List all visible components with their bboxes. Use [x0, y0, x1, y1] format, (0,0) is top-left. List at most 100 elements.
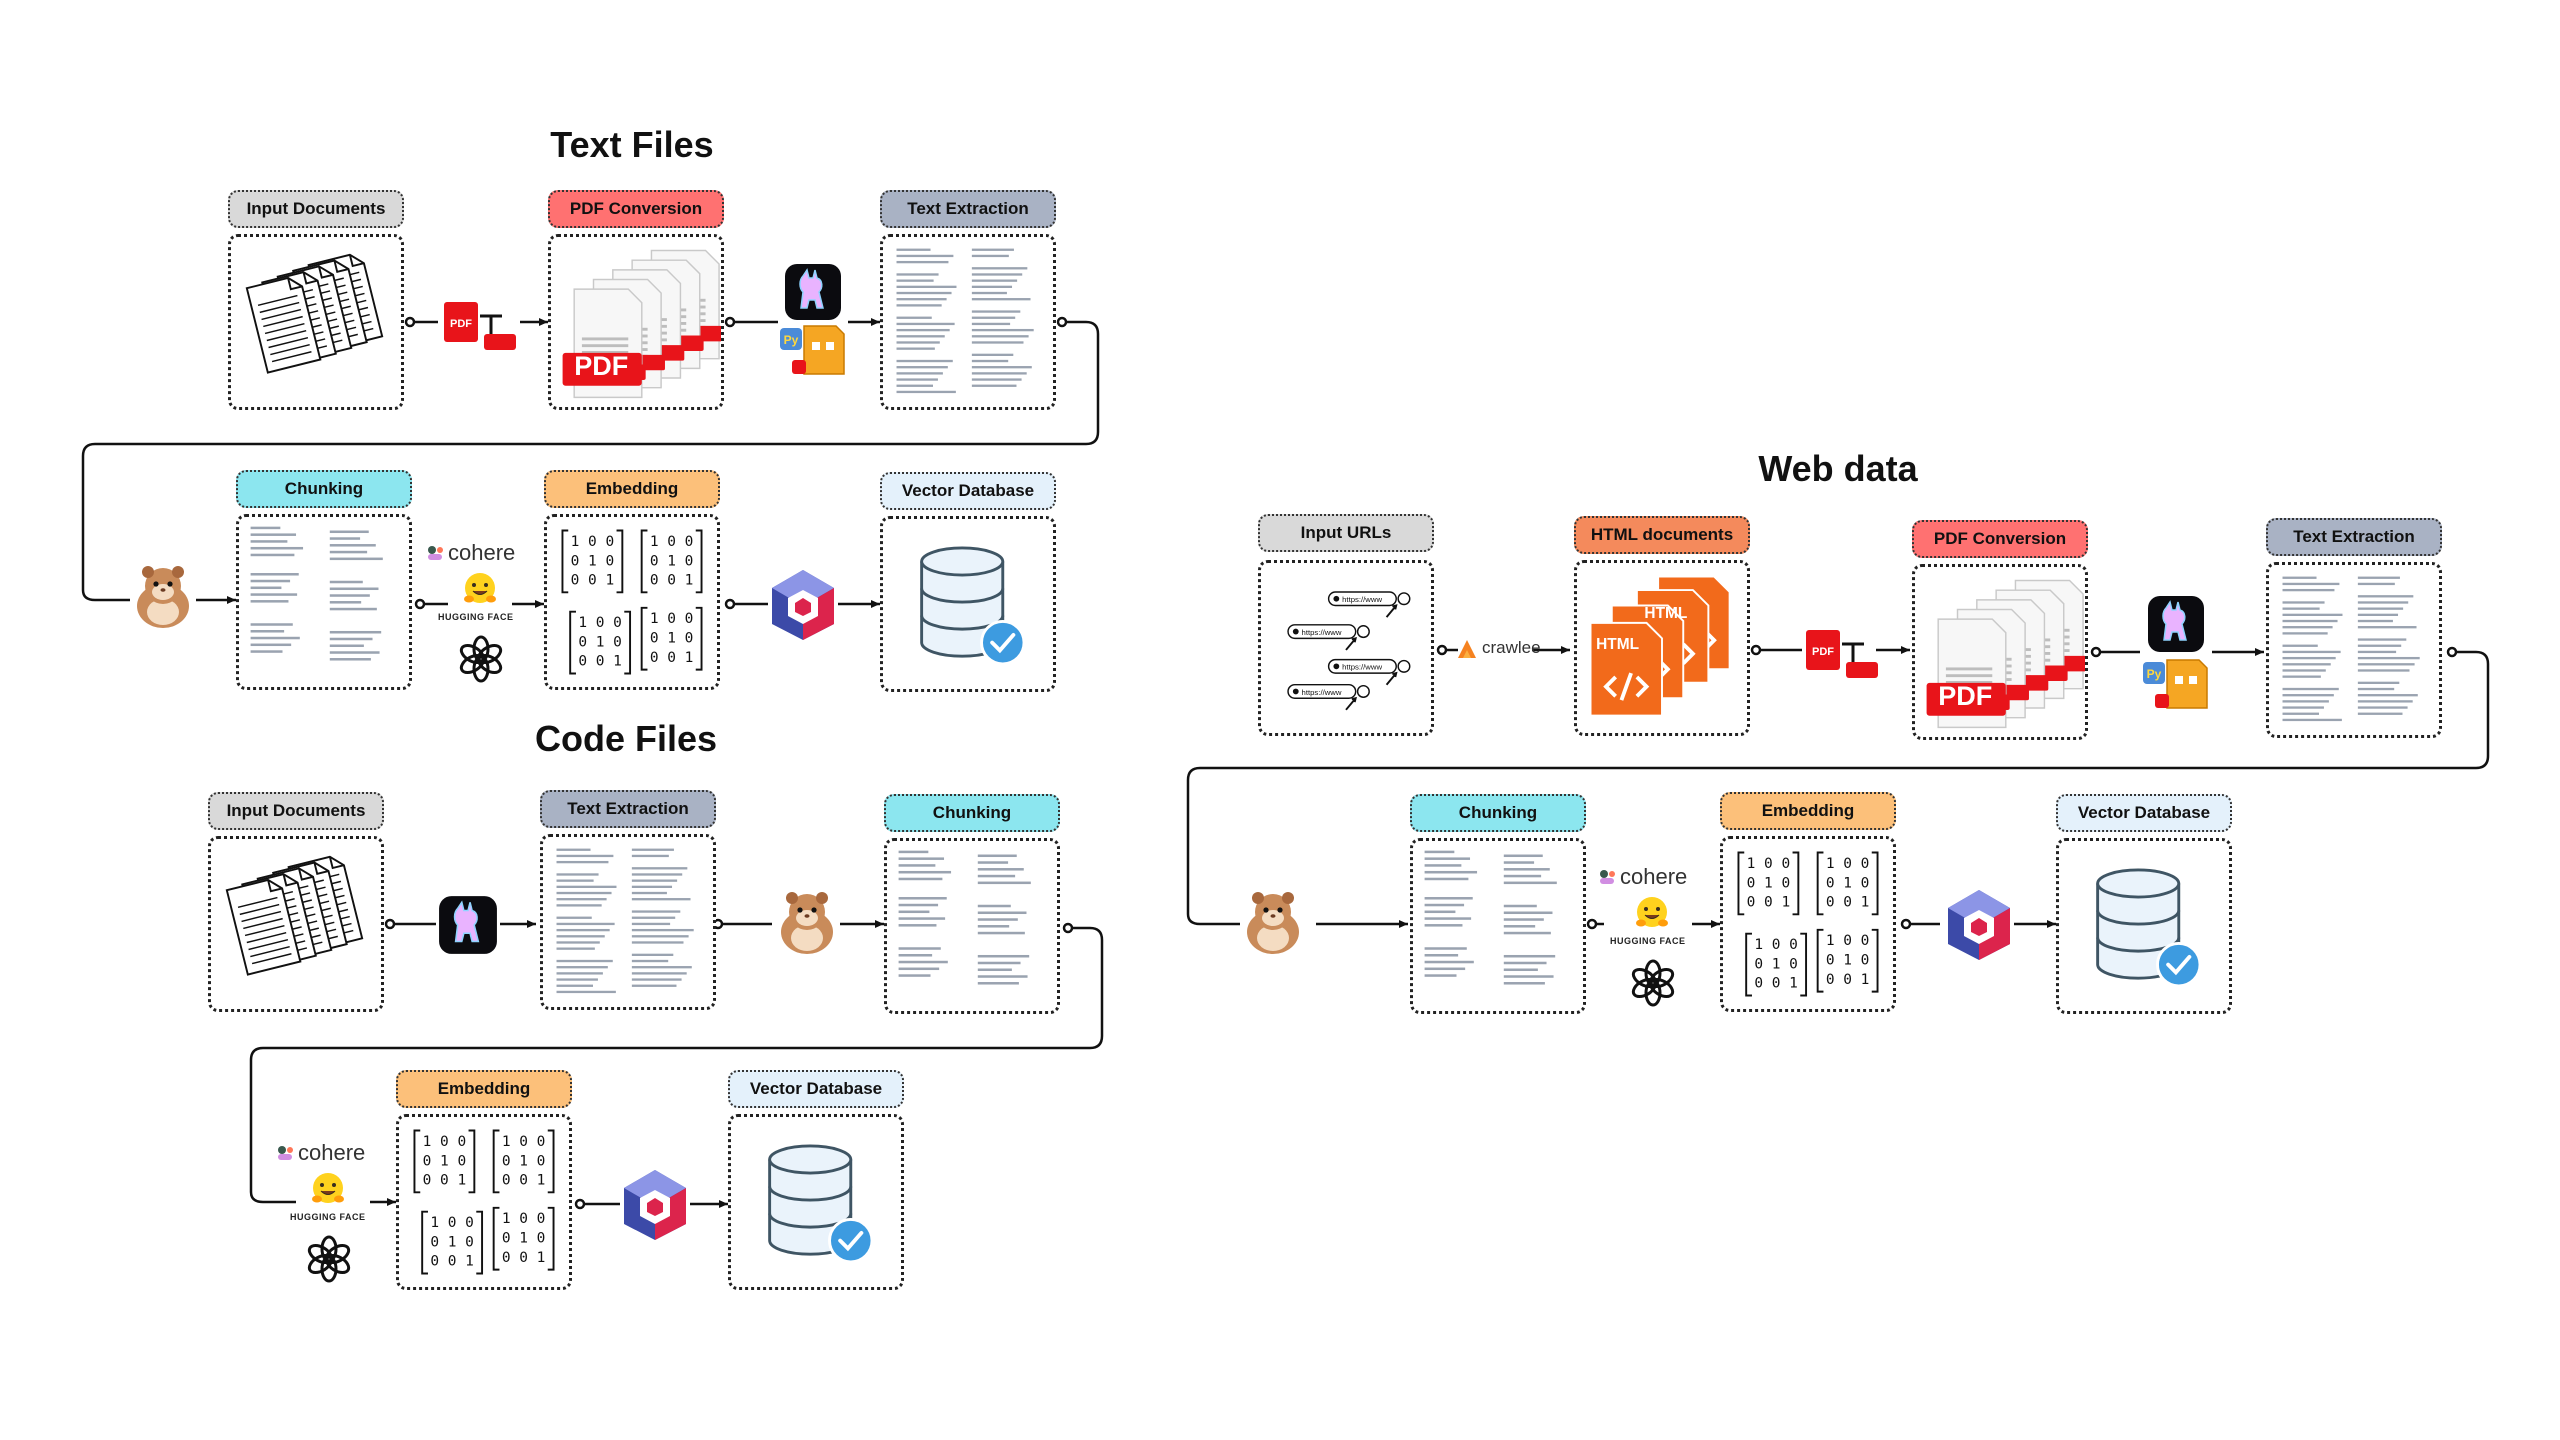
document-page	[245, 276, 322, 374]
text-line	[270, 344, 310, 356]
text-line	[631, 959, 669, 963]
text-line	[2282, 706, 2324, 709]
matrix-row: 0 0 1	[430, 1254, 474, 1270]
web-stage-vector-database	[2056, 838, 2232, 1014]
hf-hand	[334, 1195, 344, 1203]
matrix-row: 1 0 0	[430, 1215, 474, 1231]
mupdf-eye	[812, 342, 820, 350]
text-line	[329, 550, 368, 554]
hamster-icon	[137, 566, 189, 628]
document-stack-icon	[245, 253, 384, 374]
hamster-muzzle	[1262, 910, 1284, 926]
text-line	[250, 573, 299, 576]
cohere-dot	[1600, 870, 1608, 878]
code-stage-label-text-extraction: Text Extraction	[540, 790, 716, 828]
tt-glyph	[480, 314, 502, 334]
text-line	[556, 972, 603, 975]
check-mark	[838, 1230, 864, 1252]
text-line	[898, 910, 930, 914]
text-line	[971, 328, 1034, 332]
text-line	[977, 975, 1028, 978]
text-line	[2282, 694, 2334, 697]
text-line	[1424, 967, 1466, 971]
matrix-bracket-left	[561, 529, 569, 594]
text-line	[631, 891, 667, 895]
web-stage-chunking	[1410, 838, 1586, 1014]
hf-eye	[332, 1183, 336, 1187]
hamster-eye	[797, 907, 803, 913]
text-line	[896, 328, 950, 332]
text-line	[271, 351, 312, 363]
hamster-ear	[816, 892, 828, 904]
text-line	[631, 885, 673, 888]
text-line	[1424, 960, 1474, 964]
text-line	[2357, 626, 2417, 629]
text-line	[971, 310, 1021, 313]
embedding-matrix: 1 0 00 1 00 0 1	[640, 529, 703, 594]
matrix-bracket-right	[1792, 851, 1800, 916]
hamster-nose	[160, 588, 166, 592]
matrix-bracket-right	[547, 1129, 555, 1194]
text-line	[237, 896, 278, 909]
web-stage-label-embedding: Embedding	[1720, 792, 1896, 830]
text-line	[2357, 613, 2399, 616]
openai-icon	[1631, 959, 1675, 1007]
hamster-nose	[804, 914, 810, 918]
cohere-logo-icon	[1600, 870, 1615, 884]
text-line	[1424, 864, 1462, 867]
text-line	[329, 651, 380, 654]
text-line	[896, 390, 956, 394]
qdrant-center	[1971, 918, 1987, 936]
text-files-row1-connectors	[81, 316, 1100, 602]
embedding-matrix: 1 0 00 1 00 0 1	[421, 1210, 484, 1275]
hamster-belly	[791, 925, 823, 951]
text-line	[2282, 663, 2331, 666]
text-line	[971, 267, 1028, 270]
text-line	[898, 897, 947, 900]
text-line	[631, 928, 694, 932]
matrix-bracket-right	[547, 1206, 555, 1271]
web-extraction-tools: Py	[2140, 594, 2212, 712]
text-line	[971, 335, 1029, 338]
text-line	[631, 916, 676, 919]
matrix-row: 0 0 1	[650, 650, 694, 666]
download-tag	[1846, 662, 1878, 678]
text-line	[250, 553, 295, 557]
search-icon	[1397, 592, 1411, 606]
text-line	[971, 248, 1014, 251]
pdf-badge-box	[562, 352, 642, 386]
text-line	[250, 946, 290, 958]
page-outline	[1589, 621, 1663, 717]
qdrant-icon	[772, 570, 834, 640]
cylinder-band	[920, 588, 1005, 604]
hamster-ear	[1282, 892, 1294, 904]
chunks-icon	[898, 850, 1031, 985]
text-line	[1424, 870, 1478, 874]
text-line	[1424, 917, 1472, 920]
text-line	[971, 384, 1017, 387]
text-line	[257, 294, 298, 307]
text-line	[2357, 656, 2420, 660]
cohere-label: cohere	[448, 540, 516, 565]
page-outline	[245, 276, 322, 374]
web-data-title: Web data	[1758, 448, 1918, 489]
text-line	[977, 925, 1010, 928]
text-line	[896, 298, 947, 301]
text-line	[556, 860, 609, 864]
pdf-converter-icon: PDF	[1806, 630, 1878, 678]
stage-label-embedding: Embedding	[544, 470, 720, 508]
text-line	[896, 285, 957, 288]
text-line	[898, 974, 931, 977]
chunks-icon	[1424, 850, 1557, 985]
url-text: https://www	[1302, 688, 1342, 697]
matrix-bracket-left	[1745, 932, 1752, 997]
text-line	[266, 329, 307, 342]
text-line	[259, 301, 300, 314]
text-line	[263, 315, 303, 328]
hamster-muzzle	[152, 584, 174, 600]
text-line	[1424, 974, 1457, 977]
cohere-dot	[437, 547, 443, 553]
hamster-eye	[1263, 907, 1269, 913]
text-line	[1424, 924, 1463, 927]
